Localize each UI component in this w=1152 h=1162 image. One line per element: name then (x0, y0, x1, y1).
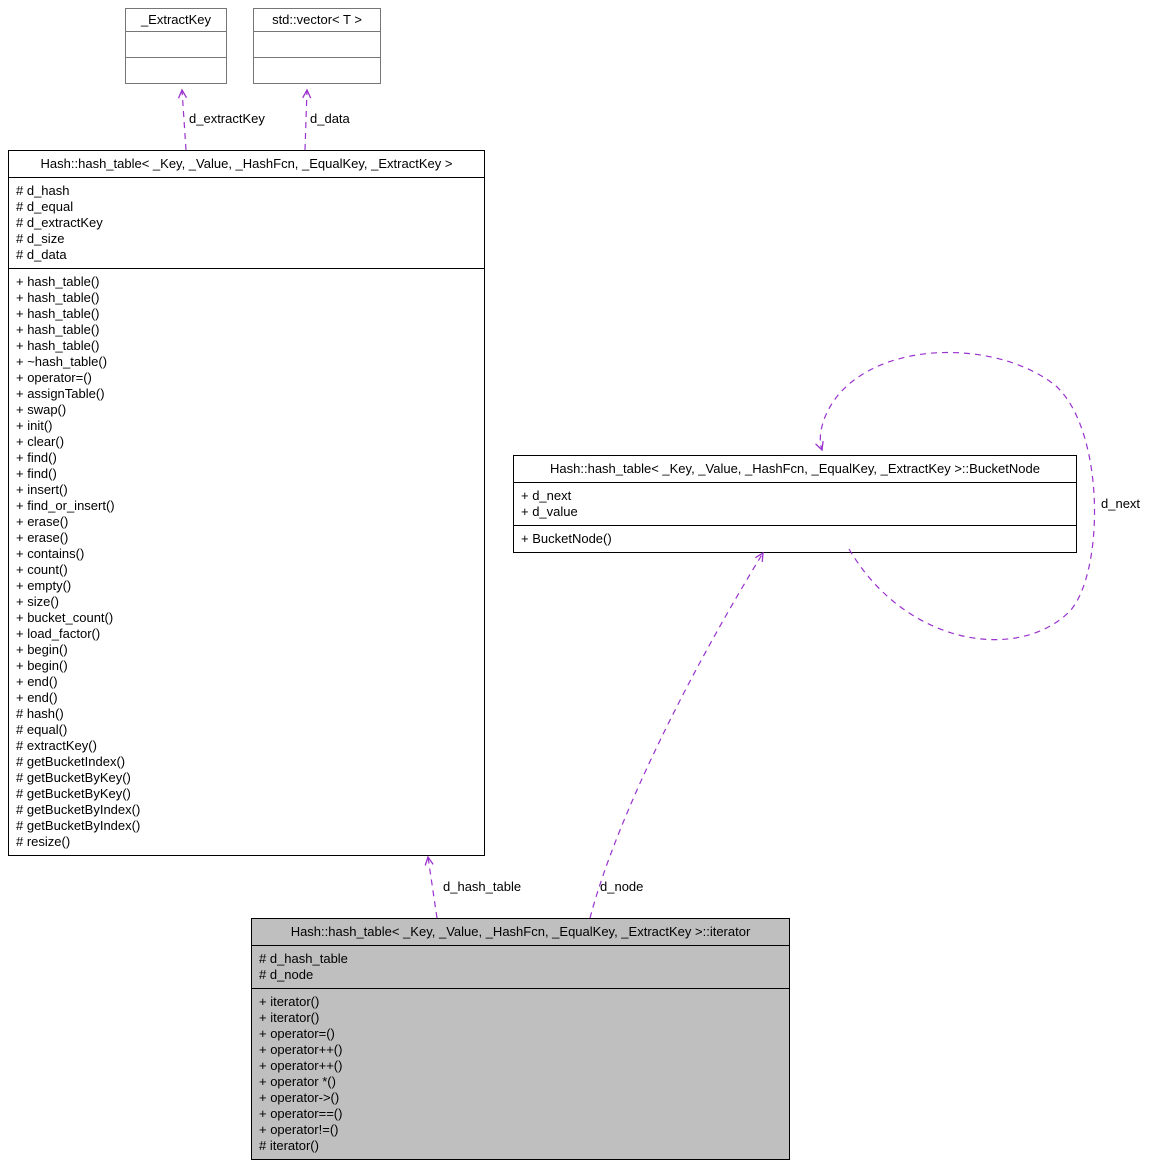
member-line: + bucket_count() (16, 610, 114, 625)
edge-d-data (302, 88, 312, 151)
member-line: + operator=() (259, 1026, 335, 1041)
member-line: + size() (16, 594, 59, 609)
member-line: # getBucketByKey() (16, 786, 131, 801)
member-line: + hash_table() (16, 306, 100, 321)
member-line: # extractKey() (16, 738, 97, 753)
class-node-std-vector[interactable]: std::vector< T > (253, 8, 381, 84)
attributes-section (254, 31, 380, 57)
edge-d-node (589, 551, 764, 919)
member-line: # d_hash (16, 183, 70, 198)
class-node-extractkey[interactable]: _ExtractKey (125, 8, 227, 84)
member-line: + operator++() (259, 1042, 343, 1057)
methods-section (254, 57, 380, 83)
member-line: # getBucketByKey() (16, 770, 131, 785)
class-node-iterator[interactable]: Hash::hash_table< _Key, _Value, _HashFcn… (251, 918, 790, 1160)
member-line: + find() (16, 450, 57, 465)
member-line: # d_hash_table (259, 951, 348, 966)
class-title: _ExtractKey (140, 12, 212, 27)
member-line: # getBucketIndex() (16, 754, 126, 769)
member-line: + contains() (16, 546, 85, 561)
member-line: # d_size (16, 231, 65, 246)
edge-d-hash-table (424, 855, 438, 919)
member-line: + hash_table() (16, 322, 100, 337)
member-line: + empty() (16, 578, 72, 593)
member-line: + operator!=() (259, 1122, 339, 1137)
edge-label-d-node: d_node (600, 879, 644, 894)
methods-section: + hash_table()+ hash_table()+ hash_table… (9, 268, 484, 855)
member-line: + hash_table() (16, 338, 100, 353)
methods-section: + iterator()+ iterator()+ operator=()+ o… (252, 988, 789, 1159)
member-line: + end() (16, 690, 58, 705)
member-line: # resize() (16, 834, 71, 849)
methods-section (126, 57, 226, 83)
class-node-hash-table[interactable]: Hash::hash_table< _Key, _Value, _HashFcn… (8, 150, 485, 856)
attributes-section: + d_next+ d_value (514, 482, 1076, 525)
member-line: + count() (16, 562, 68, 577)
class-title: std::vector< T > (272, 12, 362, 27)
class-node-bucket-node[interactable]: Hash::hash_table< _Key, _Value, _HashFcn… (513, 455, 1077, 553)
member-line: + operator *() (259, 1074, 336, 1089)
member-line: + iterator() (259, 994, 320, 1009)
edge-label-d-next: d_next (1101, 496, 1141, 511)
member-line: + erase() (16, 514, 69, 529)
member-line: # equal() (16, 722, 68, 737)
member-line: + erase() (16, 530, 69, 545)
edge-label-d-data: d_data (310, 111, 350, 126)
member-line: + begin() (16, 642, 68, 657)
member-line: + insert() (16, 482, 68, 497)
member-line: + operator++() (259, 1058, 343, 1073)
member-line: # d_equal (16, 199, 74, 214)
member-line: + operator->() (259, 1090, 340, 1105)
member-line: + find_or_insert() (16, 498, 115, 513)
member-line: + iterator() (259, 1010, 320, 1025)
attributes-section: # d_hash# d_equal# d_extractKey# d_size#… (9, 177, 484, 268)
member-line: + swap() (16, 402, 67, 417)
member-line: + operator=() (16, 370, 92, 385)
member-line: # hash() (16, 706, 64, 721)
attributes-section: # d_hash_table# d_node (252, 945, 789, 988)
attributes-section (126, 31, 226, 57)
member-line: + d_value (521, 504, 578, 519)
member-line: # iterator() (259, 1138, 319, 1153)
edge-label-d-extractkey: d_extractKey (189, 111, 265, 126)
member-line: + clear() (16, 434, 65, 449)
member-line: + init() (16, 418, 53, 433)
methods-section: + BucketNode() (514, 525, 1076, 552)
class-title: Hash::hash_table< _Key, _Value, _HashFcn… (40, 156, 453, 171)
member-line: + find() (16, 466, 57, 481)
member-line: + end() (16, 674, 58, 689)
class-title: Hash::hash_table< _Key, _Value, _HashFcn… (550, 461, 1040, 476)
member-line: + load_factor() (16, 626, 101, 641)
member-line: + BucketNode() (521, 531, 612, 546)
member-line: + hash_table() (16, 274, 100, 289)
edge-label-d-hash-table: d_hash_table (443, 879, 522, 894)
member-line: # d_data (16, 247, 67, 262)
member-line: + ~hash_table() (16, 354, 108, 369)
member-line: # getBucketByIndex() (16, 818, 141, 833)
member-line: + d_next (521, 488, 572, 503)
member-line: + hash_table() (16, 290, 100, 305)
member-line: + begin() (16, 658, 68, 673)
member-line: + operator==() (259, 1106, 343, 1121)
member-line: # d_extractKey (16, 215, 103, 230)
member-line: # d_node (259, 967, 314, 982)
class-title: Hash::hash_table< _Key, _Value, _HashFcn… (290, 924, 751, 939)
member-line: + assignTable() (16, 386, 105, 401)
member-line: # getBucketByIndex() (16, 802, 141, 817)
edge-d-extractkey (177, 88, 188, 151)
